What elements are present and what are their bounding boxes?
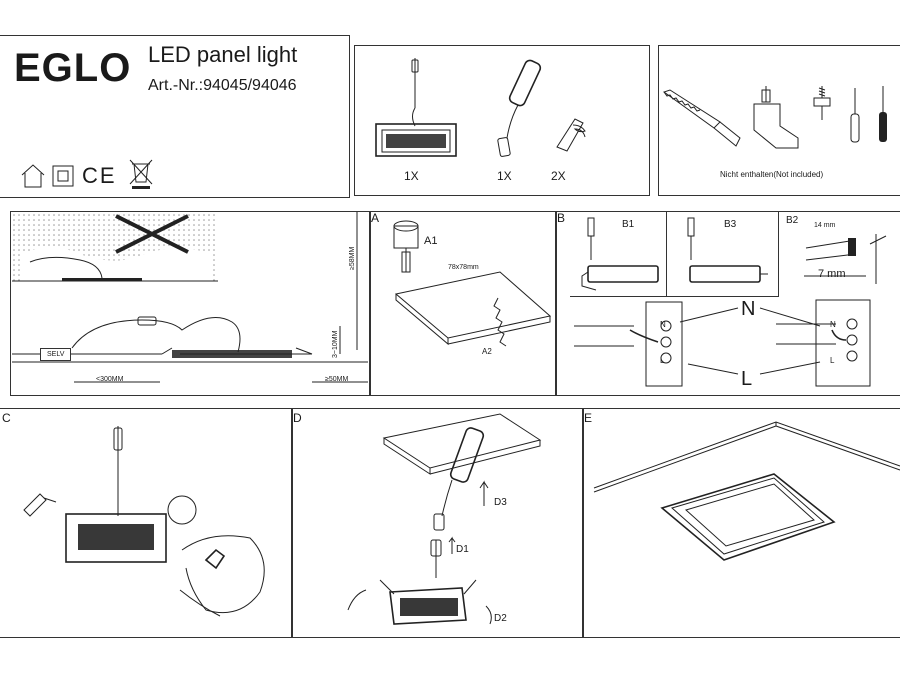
weee-bin-icon: [129, 159, 153, 189]
label-d2: D2: [494, 613, 507, 624]
dim-thickness-label: 3~10MM: [332, 330, 339, 358]
phillips-screwdriver-icon: [879, 86, 887, 142]
label-b3: B3: [724, 219, 737, 230]
hole-saw-icon: [393, 220, 419, 273]
ceiling-dots: [12, 213, 218, 282]
b3-frame: [666, 212, 779, 297]
b3-driver-drawing: [687, 217, 768, 283]
step-c-letter: C: [2, 411, 11, 425]
step-e-panel: [583, 408, 900, 638]
spring-clips-icon: [556, 118, 586, 152]
dim-height-label: ≥58MM: [349, 246, 356, 270]
live-label: L: [741, 368, 753, 390]
overview-top-fixture: [29, 256, 142, 281]
step-e-drawing: [593, 421, 900, 561]
step-d-letter: D: [293, 411, 302, 425]
step-d-drawing: [347, 413, 542, 625]
step-b-letter: B: [557, 211, 566, 225]
b1-frame: [570, 212, 667, 297]
label-b2: B2: [786, 215, 799, 226]
b2-strip-drawing: [804, 234, 887, 284]
qty-driver: 1X: [497, 169, 512, 183]
screw-icon: [813, 86, 831, 120]
driver-icon: [497, 59, 542, 157]
step-e-letter: E: [584, 411, 593, 425]
tools-panel: [658, 45, 900, 196]
dim-cable-label: <300MM: [96, 376, 124, 383]
terminal-n-left: N: [660, 320, 666, 329]
neutral-label: N: [741, 298, 756, 320]
step-c-drawing: [23, 426, 265, 617]
terminal-n-right: N: [830, 320, 836, 329]
indoor-house-icon: [21, 164, 45, 188]
tools-note: Nicht enthalten(Not included): [720, 170, 824, 179]
label-d1: D1: [456, 544, 469, 555]
label-a2: A2: [482, 347, 492, 356]
strip-14mm: 14 mm: [814, 222, 836, 229]
step-a-letter: A: [371, 211, 380, 225]
qty-panel: 1X: [404, 169, 419, 183]
article-number: Art.-Nr.:94045/94046: [148, 77, 297, 94]
label-d3: D3: [494, 497, 507, 508]
strip-7mm: 7 mm: [818, 268, 846, 280]
nl-arrows: [679, 307, 821, 375]
qty-springs: 2X: [551, 169, 566, 183]
contents-panel: [354, 45, 650, 196]
ceiling-board-drawing: [394, 271, 552, 347]
terminal-l-right: L: [830, 356, 835, 365]
terminal-right-drawing: [776, 299, 871, 387]
panel-light-icon: [375, 58, 457, 157]
terminal-l-left: L: [660, 356, 665, 365]
selv-tag: SELV: [40, 348, 72, 361]
step-a-panel: [370, 211, 556, 396]
flat-screwdriver-icon: [850, 88, 860, 143]
step-c-panel: [0, 408, 292, 638]
drill-icon: [753, 86, 799, 149]
dim-edge-label: ≥50MM: [325, 376, 349, 383]
cutout-size: 78x78mm: [448, 264, 479, 271]
brand-logo: EGLO: [14, 46, 132, 90]
label-a1: A1: [424, 235, 438, 247]
class-ii-icon: [52, 165, 74, 187]
terminal-left-drawing: [574, 301, 683, 387]
overview-diagram: [12, 212, 368, 383]
saw-icon: [662, 89, 741, 147]
ce-mark-icon: CE: [82, 163, 117, 188]
wrong-cross-icon: [115, 214, 189, 254]
b1-driver-drawing: [581, 217, 659, 291]
page-title: LED panel light: [148, 42, 298, 67]
label-b1: B1: [622, 219, 635, 230]
